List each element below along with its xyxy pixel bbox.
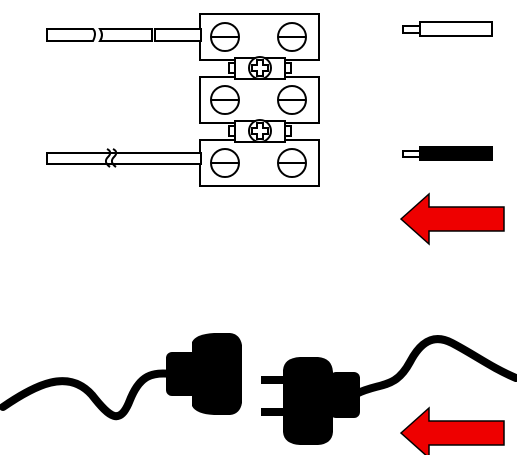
cable-left [0, 369, 176, 421]
insulated-wire-top [46, 28, 202, 42]
screw-icon [277, 148, 307, 178]
stripped-wire-end-plain [402, 21, 493, 37]
plug-pin-upper [261, 376, 285, 384]
cross-screw-icon [248, 56, 272, 80]
screw-icon [210, 85, 240, 115]
stripped-wire-end-black [402, 146, 493, 161]
screw-icon [210, 22, 240, 52]
two-pin-plug [261, 357, 360, 445]
insulated-wire-bottom [46, 148, 202, 168]
left-arrow-icon [399, 406, 505, 455]
cable-right [352, 335, 517, 398]
socket-connector [166, 333, 242, 415]
screw-icon [277, 22, 307, 52]
cross-screw-icon [248, 119, 272, 143]
mounting-screws [248, 56, 272, 143]
screw-icon [210, 148, 240, 178]
left-arrow-icon [399, 192, 505, 246]
terminal-screws [210, 22, 307, 178]
screw-icon [277, 85, 307, 115]
plug-pin-lower [261, 408, 285, 416]
